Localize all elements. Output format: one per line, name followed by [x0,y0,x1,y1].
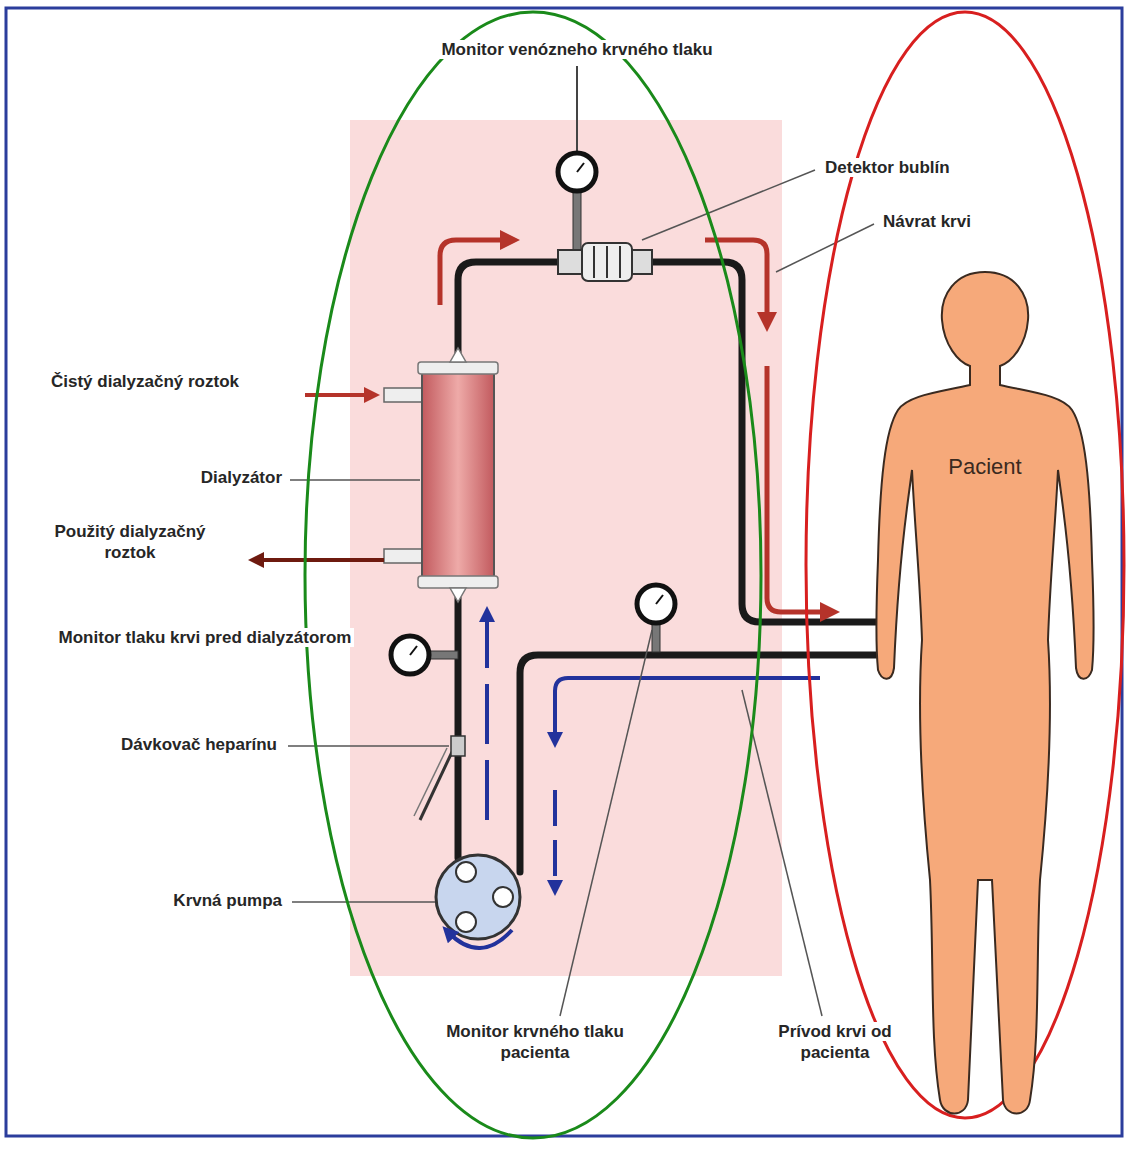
flow-arrows [705,240,767,322]
bubble-detector [558,243,652,281]
part-label: Dialyzátor [198,468,285,487]
leader-lines [288,745,449,747]
venous-pressure-gauge [576,66,578,152]
blood-tube [458,262,880,622]
blood-pump [436,855,520,939]
label-holder: Monitor krvného tlaku pacienta [420,1022,650,1063]
pre-dialyzer-gauge [391,636,458,674]
blood-pump [456,862,476,882]
flow-arrows [256,558,384,562]
label-holder: Detektor bublín [822,158,1042,179]
blood-pump [493,887,513,907]
leader-lines [642,170,815,240]
blood-pump [436,855,520,948]
venous-pressure-gauge [573,190,581,250]
dialyzer [418,576,498,588]
dialyzer [384,348,498,602]
dialyzer [418,362,498,374]
dialyzer [384,549,424,563]
patient-pressure-gauge [637,585,675,623]
highlight-ellipses [305,12,1124,1138]
part-label: Prívod krvi od pacienta [775,1022,894,1062]
dialyzer [450,348,466,362]
label-holder: Monitor tlaku krvi pred dialyzátorom [55,628,355,649]
label-holder: Návrat krvi [880,212,1040,233]
leader-lines [742,690,822,1016]
venous-pressure-gauge [558,153,596,191]
part-label: Návrat krvi [880,212,974,231]
blood-pump [448,930,512,948]
node-label: Pacient [935,454,1035,480]
label-holder: Dávkovač heparínu [30,735,280,756]
frame [6,8,1122,1136]
blood-tube [455,598,462,858]
label-holder: Prívod krvi od pacienta [775,1022,895,1063]
patient-figure: Pacient [830,265,1126,1125]
flow-arrows [767,366,830,612]
blood-pump [456,912,476,932]
part-label: Monitor venózneho krvného tlaku [438,40,715,59]
patient-pressure-gauge [656,595,663,604]
pre-dialyzer-gauge [428,651,458,659]
heparin-pump [414,748,447,816]
heparin-pump [420,752,452,820]
flow-arrows [553,790,557,888]
patient-silhouette [830,265,1126,1125]
label-holder: Krvná pumpa [80,891,285,912]
part-label: Dávkovač heparínu [118,735,280,754]
bubble-detector [619,246,621,278]
leader-lines [776,224,874,272]
label-holder: Monitor venózneho krvného tlaku [357,40,797,61]
machine-panel [350,120,782,976]
patient-silhouette [877,272,1094,1114]
leader-lines [560,630,652,1016]
part-label: Detektor bublín [822,158,953,177]
part-label: Monitor krvného tlaku pacienta [443,1022,627,1062]
bubble-detector [593,246,595,278]
venous-pressure-gauge [577,163,584,172]
venous-pressure-gauge [558,66,596,250]
dialyzer [384,388,424,402]
highlight-ellipses [806,12,1124,1118]
machine-panel [350,120,782,976]
part-label: Monitor tlaku krvi pred dialyzátorom [56,628,355,647]
pre-dialyzer-gauge [410,646,417,655]
label-holder: Dialyzátor [150,468,285,489]
flow-arrows [305,393,372,397]
patient-pressure-gauge [652,622,660,652]
leader-lines [292,901,435,903]
heparin-pump [414,736,465,820]
dialyzer [450,588,466,602]
bubble-detector [606,246,608,278]
frame [6,8,1122,1136]
bubble-detector [632,250,652,274]
flow-arrows [485,614,489,820]
part-label: Krvná pumpa [170,891,285,910]
bubble-detector [558,250,582,274]
bubble-detector [582,243,632,281]
dialyzer [422,368,494,582]
flow-arrows [440,240,510,305]
pre-dialyzer-gauge [391,636,429,674]
patient-pressure-gauge [637,585,675,652]
label-holder: Čistý dialyzačný roztok [30,372,260,393]
leader-lines [288,170,874,1016]
label-holder: Použitý dialyzačný roztok [30,522,230,563]
part-label: Čistý dialyzačný roztok [48,372,242,391]
flow-arrows [555,678,820,740]
heparin-pump [451,736,465,756]
part-label: Použitý dialyzačný roztok [51,522,208,562]
highlight-ellipses [305,12,761,1138]
